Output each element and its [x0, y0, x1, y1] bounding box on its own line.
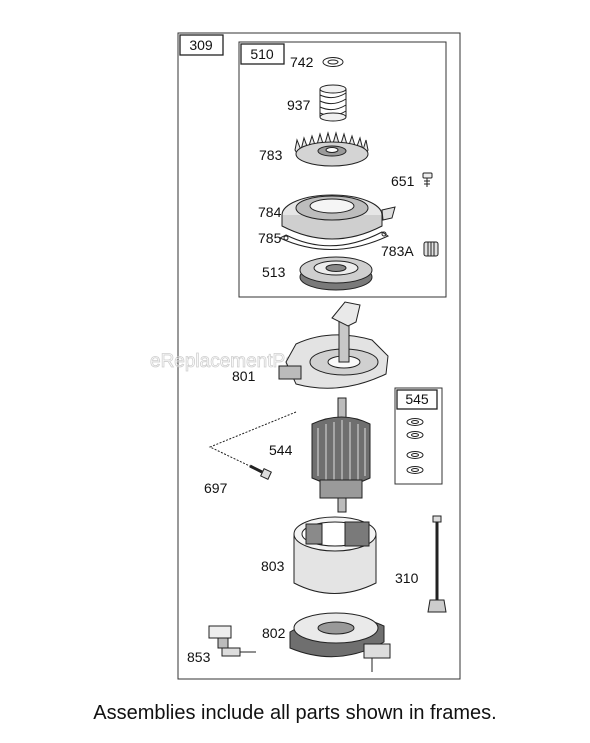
screw-651 — [422, 172, 433, 187]
nut-783a — [423, 241, 439, 257]
spring-937 — [319, 84, 347, 122]
part-label-803: 803 — [261, 558, 285, 574]
drive-cover-784 — [281, 194, 396, 240]
part-label-802: 802 — [262, 625, 286, 641]
part-label-783: 783 — [259, 147, 283, 163]
part-label-783a: 783A — [381, 243, 414, 259]
armature-544 — [311, 397, 371, 513]
part-label-697: 697 — [204, 480, 228, 496]
frame-label-box-545 — [396, 389, 438, 410]
part-label-937: 937 — [287, 97, 311, 113]
drive-end-cap-801 — [278, 301, 389, 389]
brush-parts-545 — [406, 418, 424, 474]
part-label-853: 853 — [187, 649, 211, 665]
clutch-513 — [299, 256, 373, 291]
frame-label-box-309 — [179, 34, 224, 56]
brush-end-cap-802 — [289, 612, 391, 672]
assembly-frame-545 — [394, 387, 443, 485]
motor-housing-803 — [293, 516, 377, 594]
part-label-310: 310 — [395, 570, 419, 586]
frame-label-545: 545 — [405, 391, 429, 407]
part-label-544: 544 — [269, 442, 293, 458]
pinion-gear-783 — [294, 131, 369, 167]
frame-label-box-510 — [240, 43, 285, 65]
connector-853 — [208, 625, 256, 657]
bolt-697 — [208, 411, 297, 480]
gasket-785 — [278, 231, 390, 250]
frame-label-510: 510 — [250, 46, 274, 62]
part-label-801: 801 — [232, 368, 256, 384]
part-label-785: 785 — [258, 230, 282, 246]
frame-label-309: 309 — [189, 37, 213, 53]
part-label-784: 784 — [258, 204, 282, 220]
part-label-513: 513 — [262, 264, 286, 280]
retaining-ring-742 — [322, 57, 344, 67]
assembly-frame-510 — [238, 41, 447, 298]
assembly-frame-309 — [177, 32, 461, 680]
footnote-caption: Assemblies include all parts shown in fr… — [93, 702, 497, 724]
part-label-651: 651 — [391, 173, 415, 189]
long-bolt-310 — [427, 515, 447, 613]
part-label-742: 742 — [290, 54, 314, 70]
